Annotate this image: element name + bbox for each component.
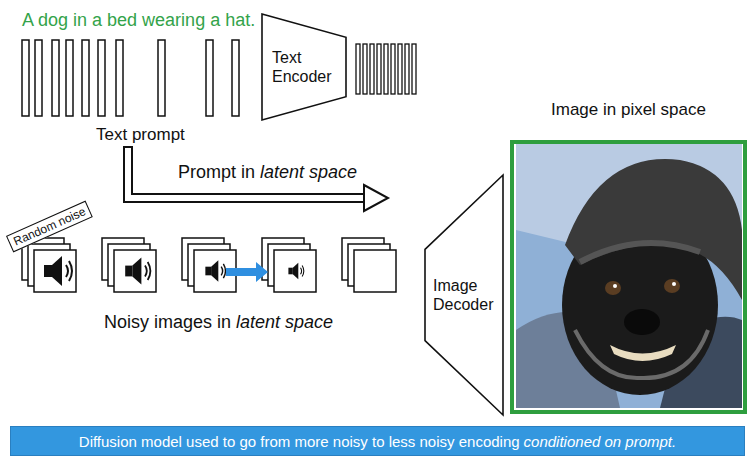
block-label: Image Decoder — [433, 276, 493, 314]
band-text: Diffusion model used to go from more noi… — [79, 433, 520, 450]
node-text-wrap: Image Decoder — [433, 276, 493, 314]
block-label: Text Encoder — [272, 48, 332, 86]
image-frame: Image in pixel space — [510, 100, 747, 414]
caption-text: latent space — [260, 162, 357, 182]
trapezoid-outline — [262, 14, 346, 120]
encoder-block: Image Decoder — [425, 175, 503, 415]
caption-text: Prompt in — [178, 162, 255, 182]
label-group: Noisy images inlatent space — [104, 312, 333, 333]
label-group: Prompt inlatent space — [178, 162, 357, 183]
node-text-wrap: Text Encoder — [272, 48, 332, 86]
caption-text: Noisy images in — [104, 312, 231, 332]
caption-band: Diffusion model used to go from more noi… — [10, 426, 745, 456]
noisy-stacks — [22, 238, 396, 292]
denoise-arrow — [226, 262, 268, 282]
image-border — [510, 140, 747, 414]
prompt-quote: A dog in a bed wearing a hat. — [22, 10, 255, 31]
caption-text: Text prompt — [96, 125, 185, 145]
prompt-arrow — [128, 146, 388, 211]
caption-text: latent space — [236, 312, 333, 332]
dog-photo — [516, 144, 742, 408]
embedding-bars — [356, 44, 416, 94]
speaker-icons — [44, 256, 304, 286]
trapezoid-path — [425, 175, 503, 415]
encoder-block: Text Encoder — [262, 14, 346, 120]
token-bars — [22, 40, 239, 116]
trapezoid-outline — [425, 175, 503, 415]
image-heading: Image in pixel space — [510, 100, 747, 120]
band-text: conditioned on prompt. — [524, 433, 677, 450]
trapezoid-path — [262, 14, 346, 120]
